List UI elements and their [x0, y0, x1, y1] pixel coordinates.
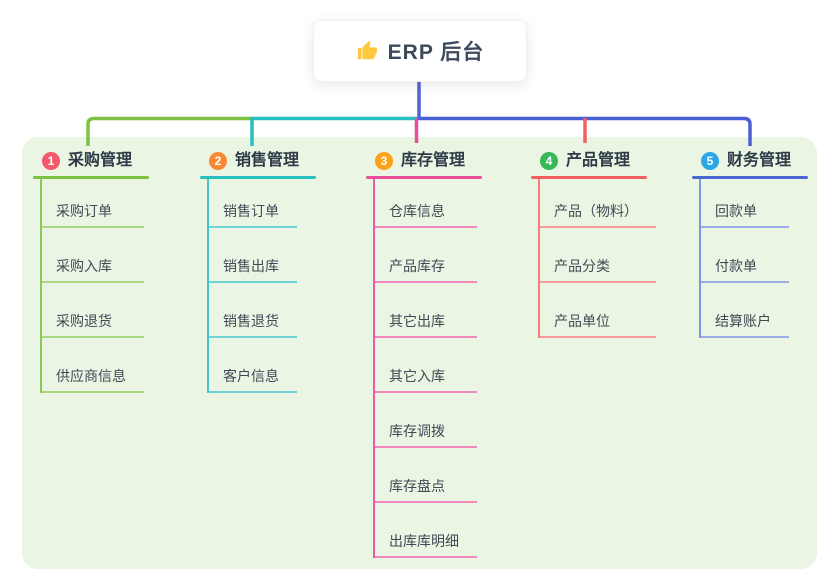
branch-3-children: 仓库信息 产品库存 其它出库 其它入库 库存调拨 库存盘点 出库库明细 — [373, 179, 477, 558]
branch-2-label[interactable]: 2 销售管理 — [200, 137, 316, 176]
branch-1-underline — [33, 176, 149, 179]
branch-procurement: 1 采购管理 采购订单 采购入库 采购退货 供应商信息 — [33, 137, 149, 393]
child-item[interactable]: 采购退货 — [42, 283, 144, 338]
branch-product: 4 产品管理 产品（物料） 产品分类 产品单位 — [531, 137, 656, 338]
child-item[interactable]: 库存盘点 — [375, 448, 477, 503]
branch-4-number-badge: 4 — [540, 152, 558, 170]
child-item[interactable]: 销售退货 — [209, 283, 297, 338]
branch-4-children: 产品（物料） 产品分类 产品单位 — [538, 179, 656, 338]
child-item[interactable]: 销售订单 — [209, 179, 297, 228]
branch-2-children: 销售订单 销售出库 销售退货 客户信息 — [207, 179, 297, 393]
branch-1-children: 采购订单 采购入库 采购退货 供应商信息 — [40, 179, 144, 393]
child-item[interactable]: 出库库明细 — [375, 503, 477, 558]
child-item[interactable]: 产品（物料） — [540, 179, 656, 228]
root-title: ERP 后台 — [387, 41, 485, 64]
child-item[interactable]: 回款单 — [701, 179, 789, 228]
child-item[interactable]: 采购订单 — [42, 179, 144, 228]
branch-sales: 2 销售管理 销售订单 销售出库 销售退货 客户信息 — [200, 137, 316, 393]
child-item[interactable]: 结算账户 — [701, 283, 789, 338]
child-item[interactable]: 客户信息 — [209, 338, 297, 393]
branch-4-label[interactable]: 4 产品管理 — [531, 137, 647, 176]
child-item[interactable]: 产品库存 — [375, 228, 477, 283]
branch-1-label[interactable]: 1 采购管理 — [33, 137, 149, 176]
child-item[interactable]: 采购入库 — [42, 228, 144, 283]
branch-2-underline — [200, 176, 316, 179]
child-item[interactable]: 库存调拨 — [375, 393, 477, 448]
child-item[interactable]: 其它入库 — [375, 338, 477, 393]
branch-3-number-badge: 3 — [375, 152, 393, 170]
branch-5-children: 回款单 付款单 结算账户 — [699, 179, 789, 338]
branch-5-label[interactable]: 5 财务管理 — [692, 137, 808, 176]
branch-5-underline — [692, 176, 808, 179]
root-node[interactable]: ERP 后台 — [313, 20, 527, 82]
branch-4-underline — [531, 176, 647, 179]
branch-finance: 5 财务管理 回款单 付款单 结算账户 — [692, 137, 808, 338]
child-item[interactable]: 销售出库 — [209, 228, 297, 283]
child-item[interactable]: 供应商信息 — [42, 338, 144, 393]
branch-3-underline — [366, 176, 482, 179]
child-item[interactable]: 仓库信息 — [375, 179, 477, 228]
branch-inventory: 3 库存管理 仓库信息 产品库存 其它出库 其它入库 库存调拨 库存盘点 出库库… — [366, 137, 482, 558]
child-item[interactable]: 产品分类 — [540, 228, 656, 283]
branch-1-number-badge: 1 — [42, 152, 60, 170]
mindmap-canvas-panel — [22, 137, 817, 569]
child-item[interactable]: 产品单位 — [540, 283, 656, 338]
child-item[interactable]: 付款单 — [701, 228, 789, 283]
branch-5-number-badge: 5 — [701, 152, 719, 170]
branch-3-label[interactable]: 3 库存管理 — [366, 137, 482, 176]
child-item[interactable]: 其它出库 — [375, 283, 477, 338]
thumbs-up-icon — [356, 40, 378, 62]
branch-2-number-badge: 2 — [209, 152, 227, 170]
